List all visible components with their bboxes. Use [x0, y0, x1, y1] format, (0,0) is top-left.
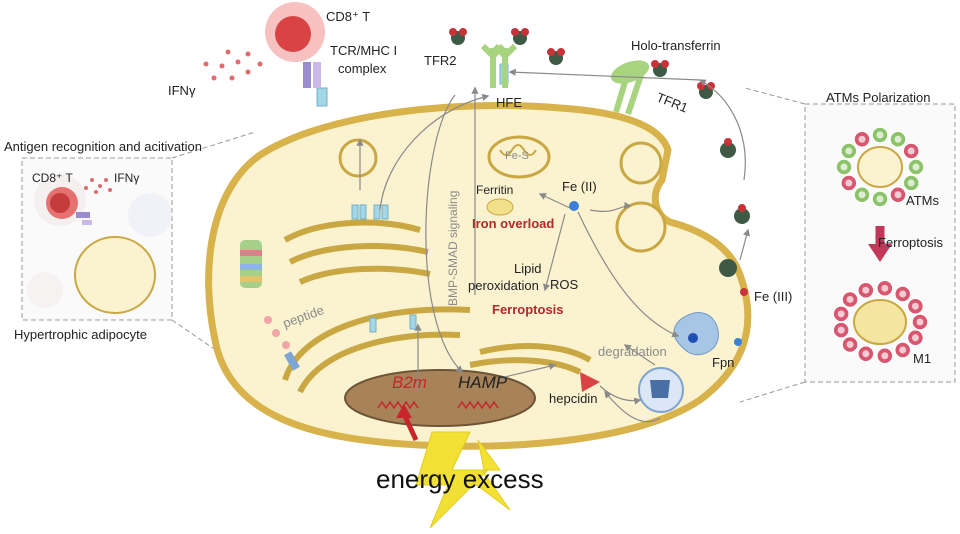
macrophage-nucleus [862, 286, 870, 294]
fes-label: Fe-S [505, 150, 529, 162]
macrophage-nucleus [840, 163, 848, 171]
cd8-t-cell-top [265, 2, 325, 62]
macrophage-nucleus [911, 334, 919, 342]
cd8-left-label: CD8⁺ T [32, 171, 73, 185]
fe2-label: Fe (II) [562, 179, 597, 194]
tfr1-receptor [610, 60, 650, 115]
energy-lightning [415, 431, 511, 529]
atms-polarization-label: ATMs Polarization [826, 90, 931, 105]
b2m-label: B2m [392, 373, 427, 392]
macrophage-nucleus [837, 310, 845, 318]
cd8-top-label: CD8⁺ T [326, 9, 371, 24]
macrophage-nucleus [899, 290, 907, 298]
macrophage-nucleus [858, 191, 866, 199]
m1-label: M1 [913, 351, 932, 366]
energy-red-arrow [401, 412, 419, 442]
endosome-1 [619, 141, 663, 185]
energy-excess-label: energy excess [376, 464, 544, 494]
holo-transferrin-label: Holo-transferrin [631, 38, 721, 53]
hamp-dna [457, 400, 499, 410]
tfr2-label: TFR2 [424, 53, 457, 68]
fe3-label: Fe (III) [754, 289, 793, 304]
m1-cluster [832, 279, 929, 365]
b2m-dna [377, 400, 419, 410]
fe2-dot [569, 201, 579, 211]
endosome-2 [615, 201, 667, 253]
lipid-label: Lipid [514, 261, 542, 276]
hepcidin-shape [580, 372, 600, 392]
macrophage-nucleus [881, 352, 889, 360]
nucleus [344, 369, 536, 427]
macrophage-nucleus [912, 163, 920, 171]
degradation-label: degradation [598, 344, 667, 359]
macrophage-nucleus [899, 346, 907, 354]
ferritin-blob [486, 198, 514, 216]
tap-transporter [284, 351, 300, 371]
adipocyte-cell [205, 102, 752, 450]
macrophage-nucleus [907, 179, 915, 187]
energy-red-arrowhead [396, 404, 412, 418]
hepcidin-label: hepcidin [549, 391, 598, 406]
peroxidation-label: peroxidation [468, 278, 539, 293]
left-inset-panel [21, 157, 173, 321]
ros-label: ROS [550, 277, 579, 292]
ifn-left-label: IFNγ [114, 171, 140, 185]
macrophage-nucleus [862, 350, 870, 358]
macrophage-nucleus [881, 284, 889, 292]
atms-label: ATMs [906, 193, 939, 208]
macrophage-nucleus [846, 341, 854, 349]
macrophage-nucleus [916, 318, 924, 326]
macrophage-nucleus [894, 191, 902, 199]
proteasome [240, 240, 262, 288]
macrophage-nucleus [837, 326, 845, 334]
vesicle-mhc [338, 138, 378, 178]
antigen-recognition-label: Antigen recognition and acitivation [4, 139, 203, 154]
hamp-label: HAMP [458, 373, 508, 392]
peptide-dots [264, 316, 290, 349]
bmp-smad-label: BMP-SMAD signaling [446, 190, 460, 306]
tcr-receptor [303, 62, 321, 88]
hypertrophic-adipocyte-label: Hypertrophic adipocyte [14, 327, 147, 342]
macrophage-nucleus [876, 195, 884, 203]
tfr2-receptor [480, 43, 518, 88]
ferroptosis-center-label: Ferroptosis [492, 302, 564, 317]
golgi-apparatus [283, 219, 431, 285]
macrophage-nucleus [911, 302, 919, 310]
atms-cluster [835, 126, 925, 208]
tcr-mhc-label: TCR/MHC I [330, 43, 398, 58]
ifn-dots-top [203, 49, 263, 81]
macrophage-nucleus [894, 135, 902, 143]
ferritin-label: Ferritin [476, 183, 514, 197]
holo-transferrin-molecules [449, 28, 750, 346]
macrophage-nucleus [845, 179, 853, 187]
degradation-vesicle [638, 367, 684, 413]
ferroptosis-arrowhead [868, 244, 892, 262]
macrophage-nucleus [846, 295, 854, 303]
iron-overload-label: Iron overload [472, 216, 555, 231]
macrophage-nucleus [858, 135, 866, 143]
complex-label: complex [338, 61, 387, 76]
pathway-arrows [356, 68, 750, 423]
mitochondrion [487, 135, 551, 179]
macrophage-nucleus [845, 147, 853, 155]
macrophage-nucleus [876, 131, 884, 139]
inset-link-top [171, 131, 256, 159]
ferroptosis-right-label: Ferroptosis [878, 235, 944, 250]
ifn-top-label: IFNγ [168, 83, 196, 98]
inset-link-right-bottom [739, 381, 806, 403]
hfe-label: HFE [496, 95, 522, 110]
inset-link-right-top [744, 87, 806, 105]
fpn-label: Fpn [712, 355, 735, 370]
macrophage-nucleus [907, 147, 915, 155]
